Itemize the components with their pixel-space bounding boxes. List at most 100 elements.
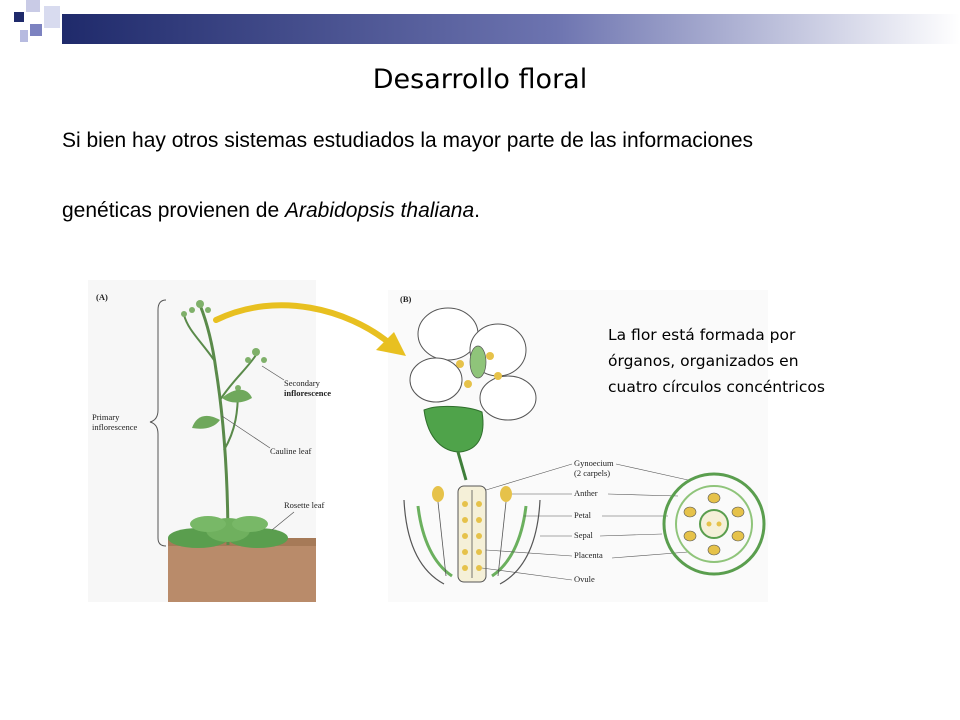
cross-anther (731, 506, 745, 518)
bud (235, 385, 241, 391)
species-name: Arabidopsis thaliana (285, 199, 475, 222)
section-petal (416, 505, 453, 578)
label-gynoecium: Gynoecium (574, 458, 614, 468)
bud (245, 357, 251, 363)
section-anther (500, 486, 512, 502)
leader-right (615, 463, 689, 481)
zoom-arrow-head (376, 332, 406, 356)
leader-right (611, 551, 689, 559)
ovule (462, 533, 468, 539)
label-anther: Anther (574, 488, 598, 498)
bud (261, 357, 267, 363)
cross-anther (707, 492, 721, 504)
ovule (476, 565, 482, 571)
paragraph-2-prefix: genéticas provienen de (62, 199, 285, 222)
body-paragraph-2: genéticas provienen de Arabidopsis thali… (62, 197, 822, 225)
bud (181, 311, 187, 317)
secondary-stem-1 (219, 354, 257, 401)
section-anther (432, 486, 444, 502)
rosette-leaf (190, 516, 226, 532)
caption-line: cuatro círculos concéntricos (608, 378, 825, 396)
rosette-leaf (232, 516, 268, 532)
anther (464, 380, 472, 388)
ovule (462, 501, 468, 507)
paragraph-2-suffix: . (474, 199, 480, 222)
ovule (462, 565, 468, 571)
deco-square-pale (44, 6, 60, 28)
cross-anther (683, 530, 697, 542)
bud (252, 348, 260, 356)
secondary-stem-2 (183, 314, 215, 361)
section-sepal (403, 499, 445, 585)
cauline-leaf (222, 389, 252, 403)
ovule (476, 549, 482, 555)
label-sepal: Sepal (574, 530, 594, 540)
cauline-leaf (192, 415, 220, 429)
petal (479, 375, 537, 421)
body-paragraph-1: Si bien hay otros sistemas estudiados la… (62, 129, 754, 152)
deco-gradient-bar (62, 14, 960, 44)
label-secondary: Secondary (284, 378, 321, 388)
section-filament (437, 501, 447, 577)
slide-title: Desarrollo floral (372, 64, 588, 95)
bud (205, 307, 211, 313)
sepals (423, 405, 484, 453)
soil (168, 542, 316, 602)
label-placenta: Placenta (574, 550, 603, 560)
cross-anther (683, 506, 697, 518)
label-primary: Primary (92, 412, 120, 422)
zoom-arrow (213, 302, 391, 345)
ovule (476, 533, 482, 539)
arabidopsis-figure: (A) Secondary inflorescence Primary infl… (88, 280, 768, 602)
petal (409, 357, 463, 403)
label-rosette-leaf: Rosette leaf (284, 500, 325, 510)
ovule (476, 501, 482, 507)
anther (494, 372, 502, 380)
header-decoration (14, 0, 960, 44)
section-sepal (499, 499, 541, 585)
pedicel (456, 451, 468, 481)
figure-caption: La flor está formada por órganos, organi… (608, 322, 908, 400)
caption-line: La flor está formada por (608, 326, 796, 344)
cross-ovule (706, 521, 712, 527)
label-secondary-inflorescence: inflorescence (284, 388, 331, 398)
leader-cauline (221, 415, 271, 449)
petal (417, 307, 479, 361)
ovule (462, 517, 468, 523)
bud (196, 300, 204, 308)
pistil (469, 345, 487, 379)
deco-square-small (20, 30, 28, 42)
anther (456, 360, 464, 368)
leader-right (599, 533, 663, 537)
label-primary-inflorescence: inflorescence (92, 422, 138, 432)
label-carpels: (2 carpels) (574, 468, 610, 478)
cross-anther (731, 530, 745, 542)
main-stem (198, 304, 230, 546)
label-cauline-leaf: Cauline leaf (270, 446, 311, 456)
label-ovule: Ovule (574, 574, 595, 584)
leader-placenta (485, 549, 573, 557)
ovule (462, 549, 468, 555)
panel-b-label: (B) (400, 294, 412, 304)
cross-ovule (716, 521, 722, 527)
bud (189, 307, 195, 313)
label-petal: Petal (574, 510, 592, 520)
leader-ovule (481, 567, 573, 581)
cross-anther (707, 544, 721, 556)
panel-a-label: (A) (96, 292, 108, 302)
ovule (476, 517, 482, 523)
primary-bracket (149, 299, 167, 547)
caption-line: órganos, organizados en (608, 352, 799, 370)
deco-square-mid (30, 24, 42, 36)
leader-rosette (271, 511, 295, 531)
leader-secondary (261, 365, 285, 381)
section-filament (497, 501, 507, 577)
whorl-petal (675, 485, 753, 563)
whorl-gynoecium (699, 509, 729, 539)
leader-right (607, 493, 679, 497)
deco-square-navy (14, 12, 24, 22)
anther (486, 352, 494, 360)
whorl-sepal (662, 472, 766, 576)
leader-gynoecium (485, 463, 573, 491)
deco-square-light (26, 0, 40, 12)
